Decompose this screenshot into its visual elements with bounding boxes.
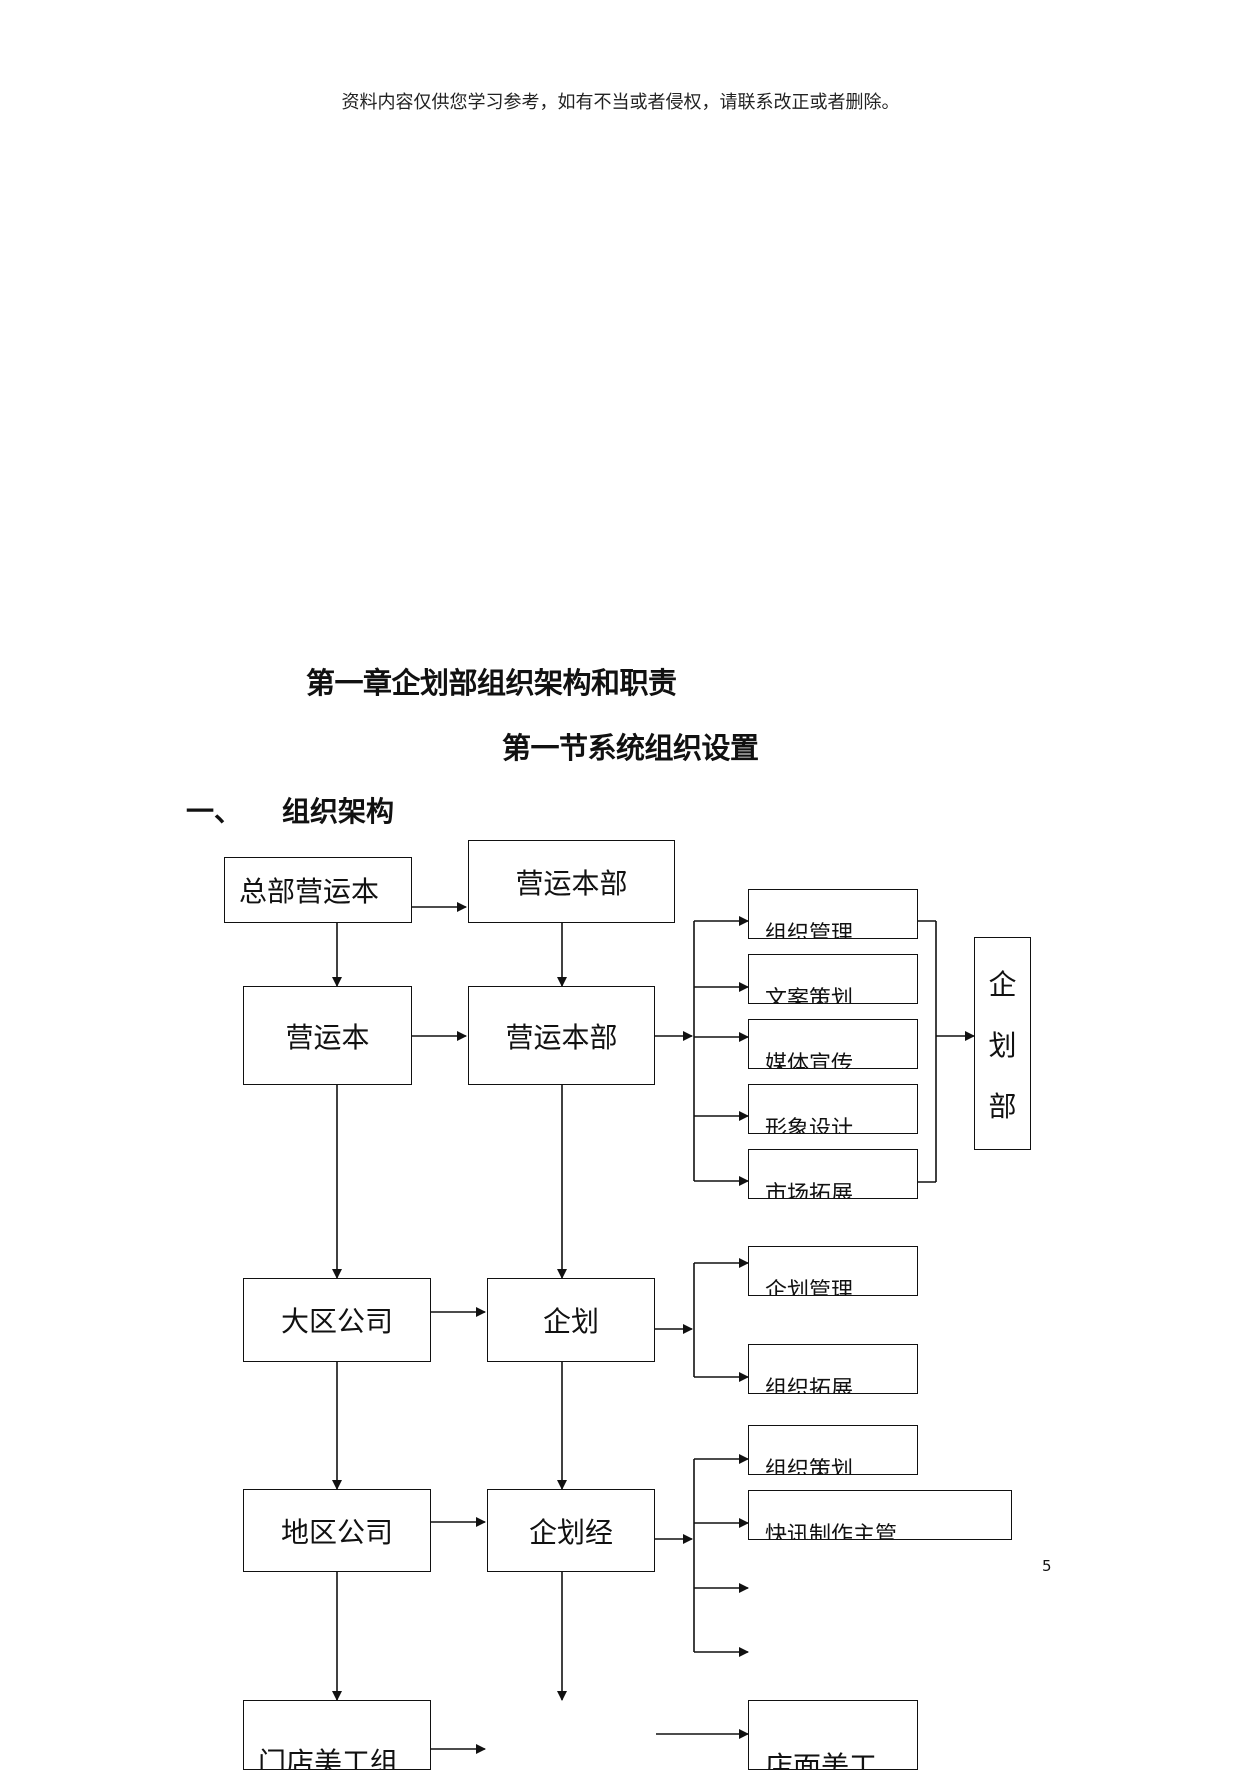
dept-char: 企 xyxy=(988,967,1017,1001)
tier1-item-label: 文案策划 xyxy=(765,987,854,1004)
chapter-title: 第一章企划部组织架构和职责 xyxy=(306,666,677,700)
ops-label: 营运本 xyxy=(285,1020,370,1054)
tier1-item: 媒体宣传 xyxy=(748,1019,918,1069)
subsection-title: 组织架构 xyxy=(282,795,395,828)
ops-box: 营运本 xyxy=(243,986,412,1085)
store-art-label: 门店美工组 xyxy=(258,1746,399,1770)
tier1-item: 文案策划 xyxy=(748,954,918,1004)
tier3-item-label: 快讯制作主管 xyxy=(765,1523,898,1540)
tier1-item-label: 媒体宣传 xyxy=(765,1052,854,1069)
tier1-item-label: 形象设计 xyxy=(765,1117,854,1134)
hq-ops-label: 总部营运本 xyxy=(239,875,380,908)
planning-manager-label: 企划经 xyxy=(528,1515,613,1549)
planning-department-box: 企 划 部 xyxy=(974,937,1031,1150)
store-art-item-label: 店面美工 xyxy=(765,1750,878,1770)
district-company-box: 地区公司 xyxy=(243,1489,431,1572)
tier3-item: 快讯制作主管 xyxy=(748,1490,1012,1540)
planning-box: 企划 xyxy=(487,1278,655,1362)
hq-ops-box: 总部营运本 xyxy=(224,857,412,923)
tier2-item: 企划管理 xyxy=(748,1246,918,1296)
planning-manager-box: 企划经 xyxy=(487,1489,655,1572)
section-title: 第一节系统组织设置 xyxy=(502,731,759,765)
store-art-box: 门店美工组 xyxy=(243,1700,431,1770)
tier1-item-label: 组织管理 xyxy=(765,922,854,939)
tier2-item-label: 组织拓展 xyxy=(765,1377,854,1394)
region-company-label: 大区公司 xyxy=(280,1305,393,1338)
ops-hq-top-label: 营运本部 xyxy=(515,866,628,900)
tier2-item: 组织拓展 xyxy=(748,1344,918,1394)
subsection-heading: 一、 组织架构 xyxy=(186,790,394,830)
region-company-box: 大区公司 xyxy=(243,1278,431,1362)
tier3-item: 组织策划 xyxy=(748,1425,918,1475)
subsection-number: 一、 xyxy=(186,795,243,828)
store-art-item: 店面美工 xyxy=(748,1700,918,1770)
tier1-item: 市场拓展 xyxy=(748,1149,918,1199)
district-company-label: 地区公司 xyxy=(280,1515,393,1549)
tier1-item-label: 市场拓展 xyxy=(765,1182,854,1199)
ops-hq-label: 营运本部 xyxy=(505,1020,618,1054)
tier3-item-label: 组织策划 xyxy=(765,1458,854,1475)
disclaimer-header: 资料内容仅供您学习参考，如有不当或者侵权，请联系改正或者删除。 xyxy=(341,92,900,113)
tier1-item: 形象设计 xyxy=(748,1084,918,1134)
tier2-item-label: 企划管理 xyxy=(765,1279,854,1296)
planning-label: 企划 xyxy=(542,1305,599,1338)
dept-char: 部 xyxy=(988,1089,1017,1123)
tier1-item: 组织管理 xyxy=(748,889,918,939)
ops-hq-top-box: 营运本部 xyxy=(468,840,675,923)
dept-char: 划 xyxy=(988,1028,1017,1062)
ops-hq-box: 营运本部 xyxy=(468,986,655,1085)
page-number: 5 xyxy=(1042,1557,1052,1575)
